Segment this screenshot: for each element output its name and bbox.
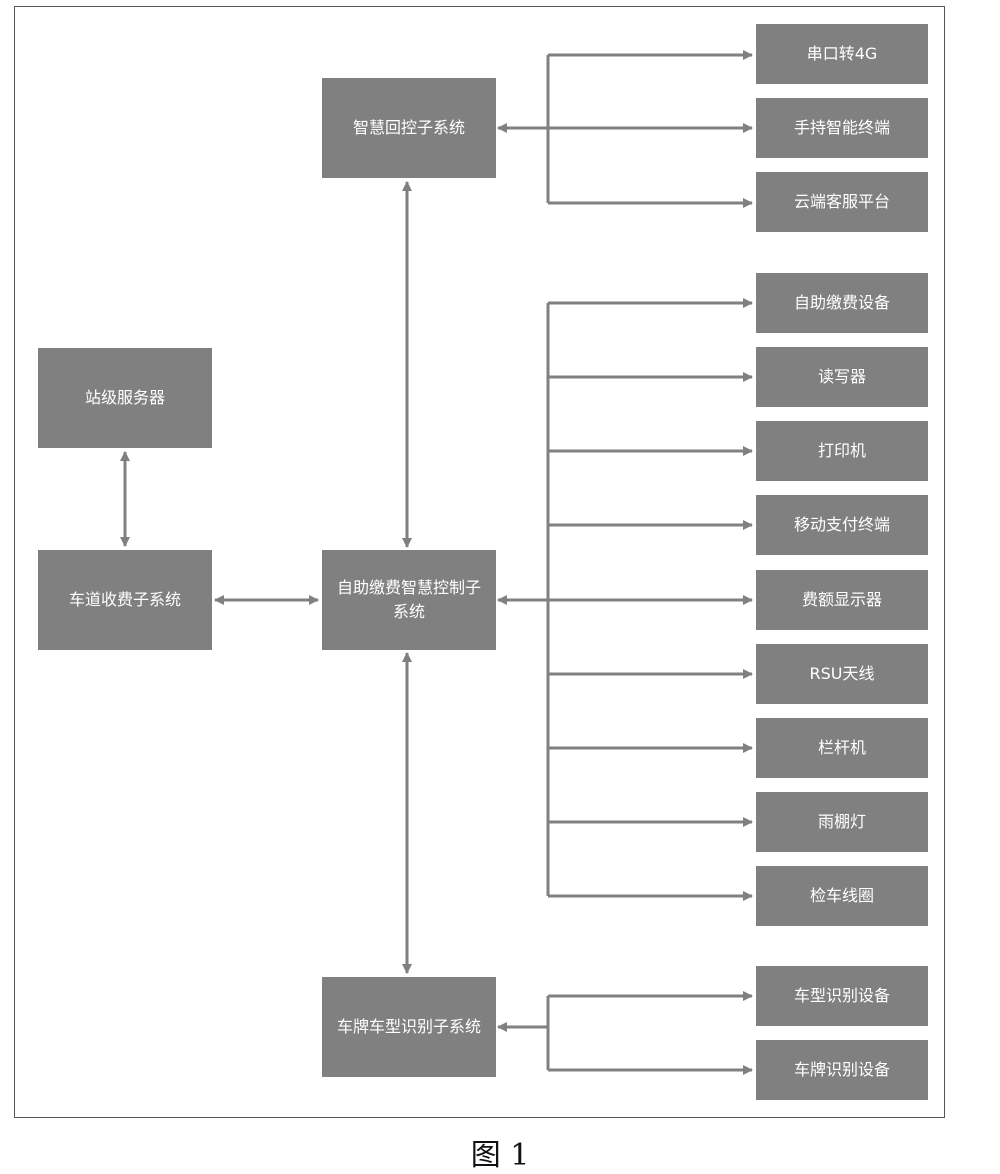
central-control-label: 自助缴费智慧控制子系统 (336, 578, 481, 621)
central-device-label: RSU天线 (809, 664, 875, 683)
recognition-device-box: 车型识别设备 (756, 966, 928, 1026)
central-device-label: 自助缴费设备 (793, 293, 890, 312)
control-device-box: 手持智能终端 (756, 98, 928, 158)
central-device-label: 检车线圈 (809, 886, 874, 905)
control-device-box: 串口转4G (756, 24, 928, 84)
control-device-box: 云端客服平台 (756, 172, 928, 232)
central-device-box: 自助缴费设备 (756, 273, 928, 333)
central-device-box: 读写器 (756, 347, 928, 407)
recognition-device-label: 车牌识别设备 (793, 1060, 890, 1079)
central-device-label: 打印机 (817, 441, 866, 460)
figure-caption: 图 1 (470, 1138, 530, 1173)
lane-toll-box: 车道收费子系统 (38, 550, 212, 650)
central-device-box: RSU天线 (756, 644, 928, 704)
smart-control-label: 智慧回控子系统 (352, 118, 465, 137)
lane-toll-label: 车道收费子系统 (68, 590, 181, 609)
plate-recognition-label: 车牌车型识别子系统 (336, 1017, 481, 1036)
central-device-box: 移动支付终端 (756, 495, 928, 555)
central-device-box: 雨棚灯 (756, 792, 928, 852)
station-server-label: 站级服务器 (84, 388, 165, 407)
smart-control-box: 智慧回控子系统 (322, 78, 496, 178)
control-device-label: 云端客服平台 (793, 192, 890, 211)
central-device-label: 栏杆机 (817, 738, 866, 757)
central-device-label: 移动支付终端 (793, 515, 890, 534)
recognition-device-box: 车牌识别设备 (756, 1040, 928, 1100)
central-device-box: 栏杆机 (756, 718, 928, 778)
control-device-label: 手持智能终端 (793, 118, 890, 137)
central-device-box: 费额显示器 (756, 570, 928, 630)
central-control-box: 自助缴费智慧控制子系统 (322, 550, 496, 650)
control-device-label: 串口转4G (806, 44, 878, 63)
station-server-box: 站级服务器 (38, 348, 212, 448)
central-device-label: 雨棚灯 (817, 812, 866, 831)
recognition-device-label: 车型识别设备 (793, 986, 890, 1005)
central-device-box: 检车线圈 (756, 866, 928, 926)
central-device-box: 打印机 (756, 421, 928, 481)
central-device-label: 费额显示器 (801, 590, 882, 609)
central-device-label: 读写器 (817, 367, 866, 386)
plate-recognition-box: 车牌车型识别子系统 (322, 977, 496, 1077)
